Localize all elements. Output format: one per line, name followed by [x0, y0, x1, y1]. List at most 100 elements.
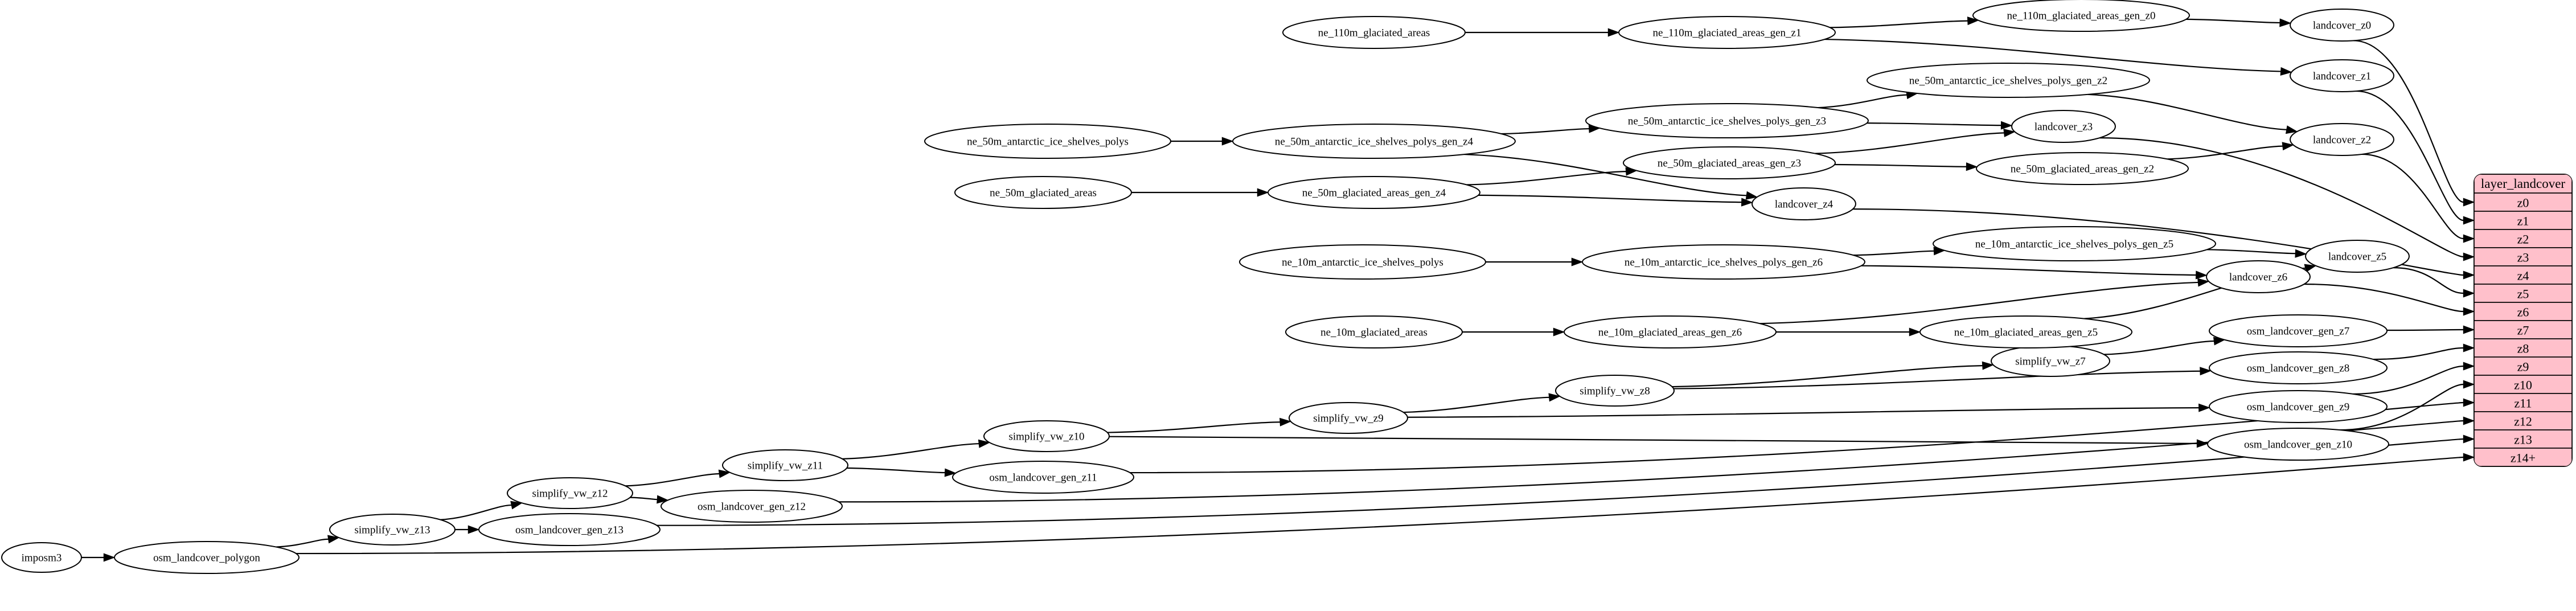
node-label: ne_50m_antarctic_ice_shelves_polys_gen_z…: [1275, 136, 1474, 148]
layer-table-row-label: z9: [2517, 360, 2529, 374]
edge-osm_landcover_polygon-to-simplify_vw_z13: [276, 538, 329, 548]
edge-arrowhead: [1553, 327, 1565, 337]
node-label: ne_10m_antarctic_ice_shelves_polys: [1282, 257, 1443, 269]
edge-arrowhead: [2282, 142, 2294, 151]
edge-simplify_vw_z10-to-osm_landcover_gen_z10: [1109, 436, 2197, 444]
node-ne_50m_antarctic_ice_shelves_polys[interactable]: ne_50m_antarctic_ice_shelves_polys: [924, 124, 1171, 159]
layer-table-row-z9[interactable]: [2474, 356, 2572, 376]
layer-table-row-label: z6: [2517, 305, 2529, 319]
node-imposm3[interactable]: imposm3: [1, 542, 82, 573]
layer-table-row-z2[interactable]: [2474, 229, 2572, 248]
node-simplify_vw_z13[interactable]: simplify_vw_z13: [329, 514, 456, 546]
node-osm_landcover_gen_z13[interactable]: osm_landcover_gen_z13: [478, 513, 661, 546]
edge-arrowhead: [2463, 234, 2475, 243]
node-ne_50m_antarctic_ice_shelves_polys_gen_z2[interactable]: ne_50m_antarctic_ice_shelves_polys_gen_z…: [1867, 63, 2150, 98]
edge-ne_110m_glaciated_areas_gen_z0-to-landcover_z0: [2186, 18, 2280, 24]
edge-arrowhead: [2463, 398, 2475, 407]
node-landcover_z4[interactable]: landcover_z4: [1751, 187, 1856, 220]
node-ne_110m_glaciated_areas[interactable]: ne_110m_glaciated_areas: [1282, 16, 1466, 49]
node-ne_50m_antarctic_ice_shelves_polys_gen_z4[interactable]: ne_50m_antarctic_ice_shelves_polys_gen_z…: [1232, 124, 1516, 159]
node-ellipse: [114, 541, 300, 574]
node-ne_110m_glaciated_areas_gen_z1[interactable]: ne_110m_glaciated_areas_gen_z1: [1618, 16, 1836, 49]
edge-arrowhead: [510, 501, 523, 510]
node-ellipse: [1976, 152, 2189, 185]
node-ne_50m_antarctic_ice_shelves_polys_gen_z3[interactable]: ne_50m_antarctic_ice_shelves_polys_gen_z…: [1585, 103, 1869, 138]
node-osm_landcover_gen_z8[interactable]: osm_landcover_gen_z8: [2209, 351, 2388, 384]
edge-ne_10m_antarctic_ice_shelves_polys_gen_z6-to-ne_10m_antarctic_ice_shelves_polys_gen_z5: [1853, 250, 1934, 256]
edge-simplify_vw_z8-to-osm_landcover_gen_z8: [1673, 370, 2200, 389]
node-landcover_z5[interactable]: landcover_z5: [2305, 240, 2410, 273]
node-osm_landcover_gen_z12[interactable]: osm_landcover_gen_z12: [661, 490, 843, 523]
node-label: landcover_z5: [2328, 251, 2386, 263]
node-landcover_z6[interactable]: landcover_z6: [2206, 260, 2311, 293]
node-simplify_vw_z8[interactable]: simplify_vw_z8: [1555, 375, 1675, 407]
edge-arrowhead: [1257, 188, 1269, 197]
edge-simplify_vw_z11-to-simplify_vw_z10: [842, 443, 979, 460]
layer-table-row-z0[interactable]: [2474, 192, 2572, 212]
node-ellipse: [1623, 146, 1836, 179]
node-osm_landcover_gen_z10[interactable]: osm_landcover_gen_z10: [2207, 428, 2389, 461]
node-simplify_vw_z9[interactable]: simplify_vw_z9: [1289, 402, 1408, 434]
layer-table-row-label: z8: [2517, 342, 2529, 356]
node-ellipse: [1585, 103, 1869, 138]
node-ne_10m_glaciated_areas_gen_z5[interactable]: ne_10m_glaciated_areas_gen_z5: [1919, 315, 2132, 348]
node-osm_landcover_polygon[interactable]: osm_landcover_polygon: [114, 541, 300, 574]
node-osm_landcover_gen_z7[interactable]: osm_landcover_gen_z7: [2209, 314, 2388, 347]
layer-table-row-z12[interactable]: [2474, 411, 2572, 430]
node-ne_10m_antarctic_ice_shelves_polys_gen_z5[interactable]: ne_10m_antarctic_ice_shelves_polys_gen_z…: [1933, 226, 2216, 261]
node-osm_landcover_gen_z9[interactable]: osm_landcover_gen_z9: [2209, 390, 2388, 423]
layer-table-row-z5[interactable]: [2474, 284, 2572, 303]
node-simplify_vw_z7[interactable]: simplify_vw_z7: [1991, 345, 2110, 377]
node-landcover_z3[interactable]: landcover_z3: [2011, 110, 2116, 143]
node-ne_10m_glaciated_areas_gen_z6[interactable]: ne_10m_glaciated_areas_gen_z6: [1564, 315, 1777, 348]
node-ellipse: [924, 124, 1171, 159]
layer-table-row-label: z13: [2514, 433, 2532, 447]
node-simplify_vw_z10[interactable]: simplify_vw_z10: [983, 420, 1110, 452]
edge-arrowhead: [1745, 191, 1758, 200]
node-ellipse: [478, 513, 661, 546]
edge-arrowhead: [2463, 434, 2475, 444]
edge-ne_10m_antarctic_ice_shelves_polys_gen_z6-to-landcover_z6: [1861, 265, 2196, 276]
node-ellipse: [1564, 315, 1777, 348]
node-label: ne_10m_glaciated_areas_gen_z5: [1954, 327, 2098, 339]
layer-table-row-z1[interactable]: [2474, 211, 2572, 230]
node-ellipse: [661, 490, 843, 523]
node-ne_50m_glaciated_areas_gen_z3[interactable]: ne_50m_glaciated_areas_gen_z3: [1623, 146, 1836, 179]
edge-arrowhead: [327, 535, 340, 544]
node-landcover_z0[interactable]: landcover_z0: [2290, 9, 2394, 42]
node-simplify_vw_z11[interactable]: simplify_vw_z11: [722, 449, 848, 481]
node-ne_50m_glaciated_areas_gen_z4[interactable]: ne_50m_glaciated_areas_gen_z4: [1268, 176, 1480, 209]
node-label: simplify_vw_z10: [1009, 431, 1085, 443]
edge-osm_landcover_gen_z13-to-table-z13: [657, 438, 2464, 526]
node-ne_10m_antarctic_ice_shelves_polys_gen_z6[interactable]: ne_10m_antarctic_ice_shelves_polys_gen_z…: [1582, 244, 1865, 280]
layer-table-row-z14plus[interactable]: [2474, 448, 2572, 466]
edge-arrowhead: [2463, 343, 2475, 352]
layer-table-row-label: z7: [2517, 323, 2529, 338]
node-label: osm_landcover_gen_z10: [2244, 439, 2352, 451]
edge-ne_50m_glaciated_areas_gen_z4-to-landcover_z4: [1478, 194, 1742, 203]
edge-arrowhead: [103, 553, 116, 562]
node-ne_110m_glaciated_areas_gen_z0[interactable]: ne_110m_glaciated_areas_gen_z0: [1972, 0, 2190, 32]
node-ne_10m_antarctic_ice_shelves_polys[interactable]: ne_10m_antarctic_ice_shelves_polys: [1239, 244, 1486, 280]
node-layer: imposm3 osm_landcover_polygon simplify_vw_…: [1, 0, 2410, 574]
node-label: osm_landcover_gen_z11: [989, 472, 1097, 484]
node-label: landcover_z6: [2229, 272, 2287, 284]
node-landcover_z2[interactable]: landcover_z2: [2290, 123, 2394, 156]
node-ellipse: [983, 420, 1110, 452]
edge-osm_landcover_gen_z10-to-table-z10: [2340, 383, 2464, 431]
node-label: ne_50m_glaciated_areas: [990, 187, 1097, 199]
node-ne_50m_glaciated_areas[interactable]: ne_50m_glaciated_areas: [954, 176, 1132, 209]
node-ne_10m_glaciated_areas[interactable]: ne_10m_glaciated_areas: [1285, 315, 1463, 348]
node-simplify_vw_z12[interactable]: simplify_vw_z12: [507, 477, 633, 509]
layer-table-row-label: z2: [2517, 232, 2529, 247]
layer-table-row-z10[interactable]: [2474, 375, 2572, 394]
edge-arrowhead: [2198, 403, 2210, 412]
node-ne_50m_glaciated_areas_gen_z2[interactable]: ne_50m_glaciated_areas_gen_z2: [1976, 152, 2189, 185]
node-label: ne_50m_glaciated_areas_gen_z4: [1302, 187, 1446, 199]
node-landcover_z1[interactable]: landcover_z1: [2290, 59, 2394, 92]
node-ellipse: [1, 542, 82, 573]
node-osm_landcover_gen_z11[interactable]: osm_landcover_gen_z11: [952, 461, 1134, 494]
edge-simplify_vw_z11-to-osm_landcover_gen_z11: [847, 467, 945, 474]
edge-simplify_vw_z10-to-simplify_vw_z9: [1107, 421, 1281, 433]
edge-ne_50m_glaciated_areas_gen_z3-to-landcover_z3: [1815, 132, 2004, 154]
